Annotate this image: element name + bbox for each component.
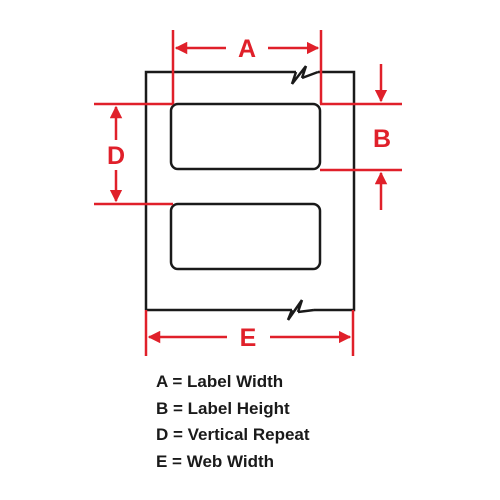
web-bottom-break-mark (286, 299, 315, 321)
dimension-b (320, 64, 402, 210)
legend-item-label-width: A = Label Width (156, 372, 284, 391)
legend-item-web-width: E = Web Width (156, 451, 275, 471)
web-top-right-edge (314, 70, 356, 312)
dimension-d (94, 102, 173, 206)
legend-item-vertical-repeat: D = Vertical Repeat (156, 425, 310, 444)
dimension-a-letter: A (238, 35, 256, 63)
web-top-left-edge (144, 70, 296, 310)
web-top-break-mark (290, 65, 319, 85)
legend-item-label-height: B = Label Height (156, 398, 290, 418)
dimension-d-letter: D (107, 142, 125, 170)
dimension-legend: A = Label Width B = Label Height D = Ver… (156, 369, 310, 475)
dimension-e-letter: E (240, 324, 257, 352)
label-bottom (169, 202, 322, 271)
dimension-e (144, 310, 355, 356)
label-top (169, 102, 322, 171)
web-outline (144, 65, 356, 321)
dimension-a (171, 30, 323, 104)
dimension-b-letter: B (373, 125, 391, 153)
